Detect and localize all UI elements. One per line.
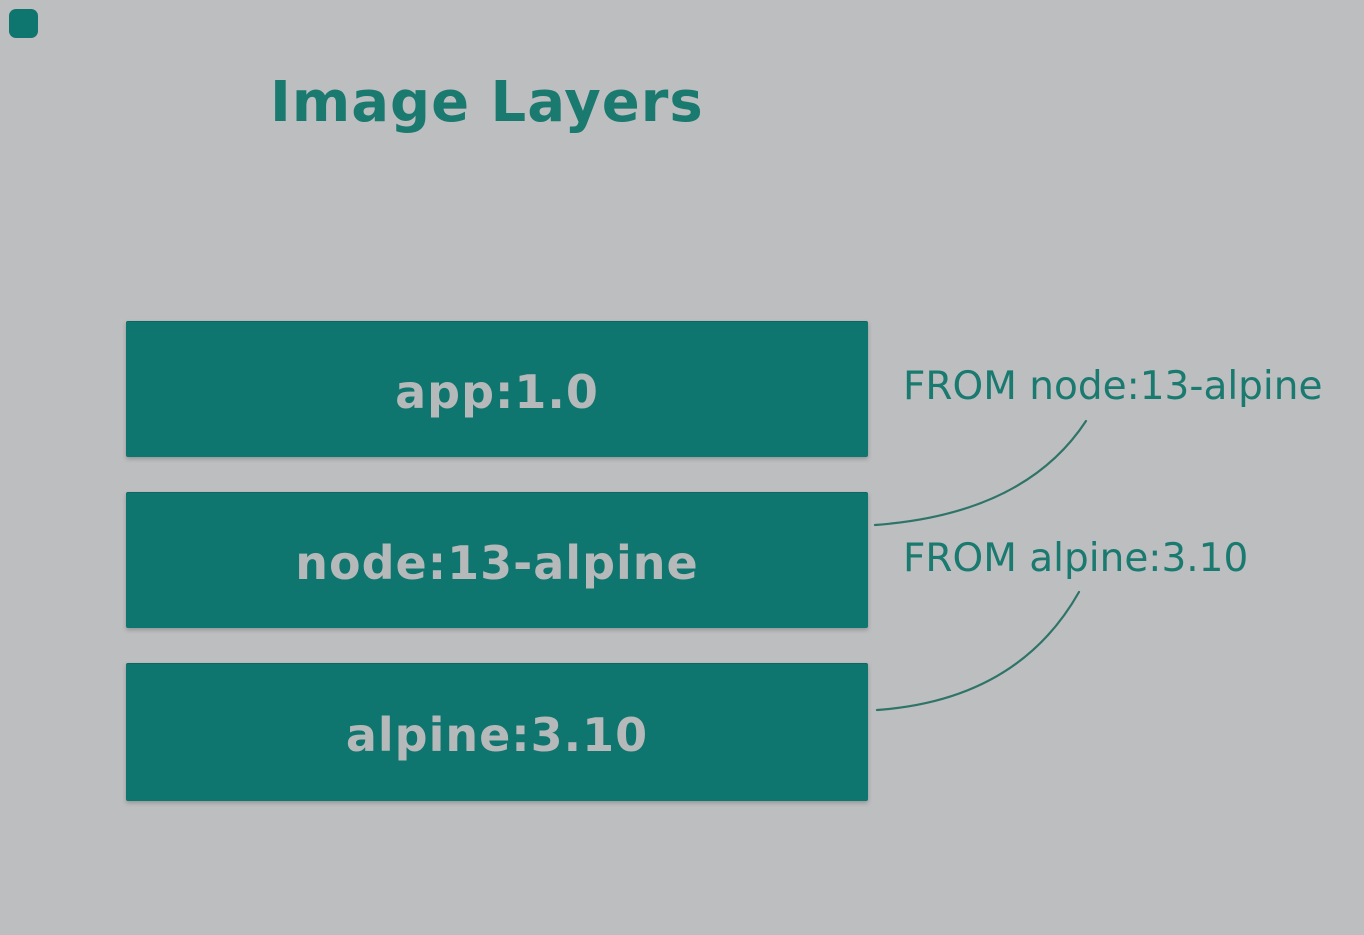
curve-gap2-to-from-alpine	[875, 590, 1081, 712]
corner-accent-square	[9, 9, 38, 38]
layer-bar-alpine: alpine:3.10	[126, 663, 868, 801]
curve-gap1-to-from-node	[873, 419, 1088, 527]
layer-bar-app: app:1.0	[126, 321, 868, 457]
layer-label-app: app:1.0	[395, 365, 599, 419]
from-annotation-node: FROM node:13-alpine	[903, 364, 1323, 409]
diagram-title: Image Layers	[270, 70, 704, 135]
from-annotation-alpine: FROM alpine:3.10	[903, 536, 1249, 581]
layer-label-node: node:13-alpine	[295, 536, 699, 590]
layer-label-alpine: alpine:3.10	[345, 708, 649, 762]
layer-bar-node: node:13-alpine	[126, 492, 868, 628]
